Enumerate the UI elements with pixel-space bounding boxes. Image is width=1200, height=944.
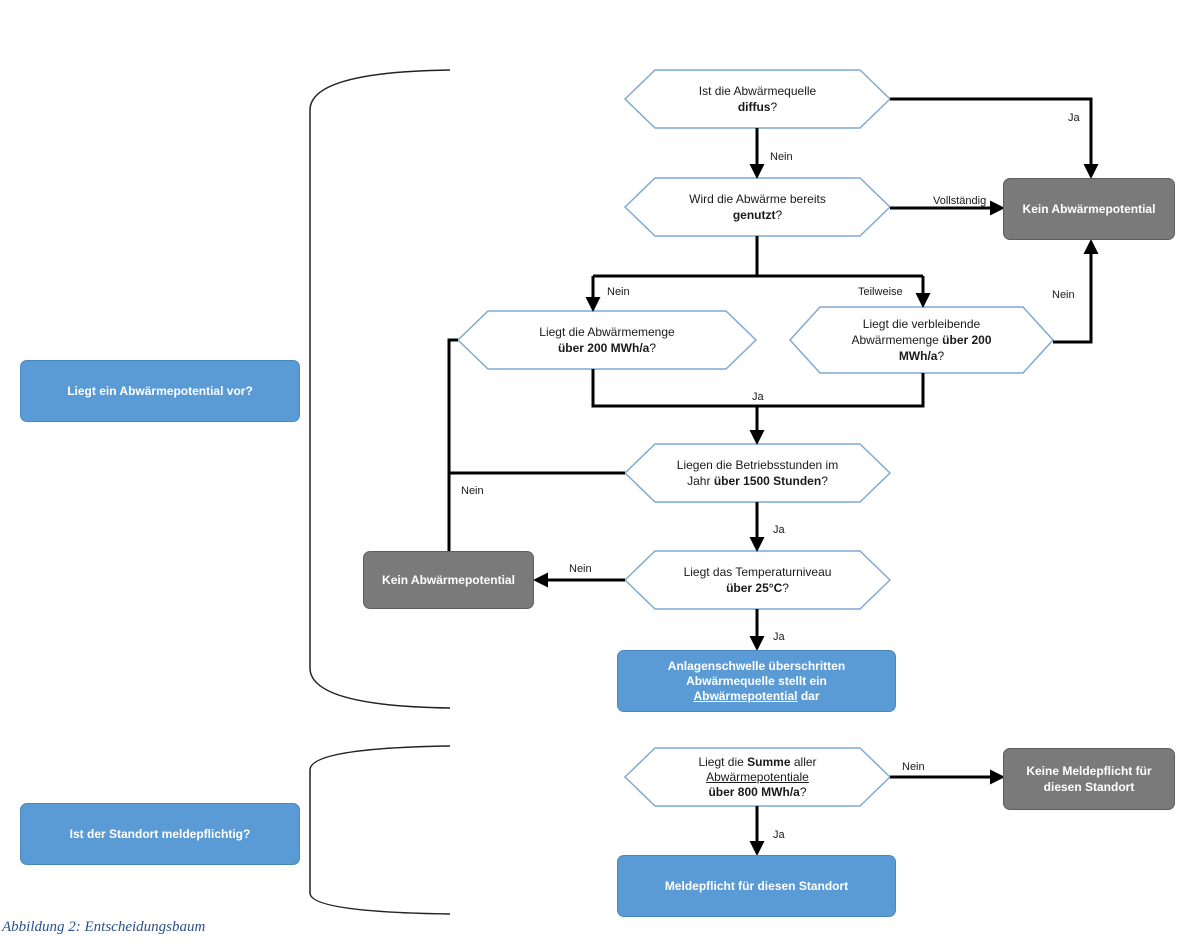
edge-d4-nein [1053, 239, 1099, 344]
edge-label-ja-d6: Ja [773, 631, 785, 643]
result-meldepflicht: Meldepflicht für diesen Standort [617, 855, 896, 917]
edge-label-ja-d7: Ja [773, 829, 785, 841]
edge-merge-ja [591, 369, 925, 442]
edge-d3-nein [441, 338, 458, 566]
result-kein-abwaermepotential-mid: Kein Abwärmepotential [363, 551, 534, 609]
hexagon-d6 [623, 550, 892, 610]
question-meldepflichtig: Ist der Standort meldepflichtig? [20, 803, 300, 865]
edge-label-nein-d2: Nein [607, 286, 630, 298]
edge-d2-split [593, 236, 923, 278]
edge-label-nein-d1: Nein [770, 151, 793, 163]
edge-label-nein-d4: Nein [1052, 289, 1075, 301]
edge-label-ja-d5: Ja [773, 524, 785, 536]
edge-label-nein-d6: Nein [569, 563, 592, 575]
question-abwaermepotential: Liegt ein Abwärmepotential vor? [20, 360, 300, 422]
figure-caption: Abbildung 2: Entscheidungsbaum [2, 919, 206, 935]
bracket-lower [309, 745, 451, 915]
hexagon-d1 [623, 69, 892, 129]
result-keine-meldepflicht: Keine Meldepflicht für diesen Standort [1003, 748, 1175, 810]
edge-label-vollstaendig: Vollständig [933, 195, 987, 207]
edge-label-teilweise: Teilweise [858, 286, 903, 298]
edge-label-ja-d1: Ja [1068, 112, 1080, 124]
hexagon-d5 [623, 443, 892, 503]
bracket-upper [309, 69, 451, 709]
hexagon-d3 [456, 310, 758, 370]
hexagon-d7 [623, 747, 892, 807]
edge-d1-ja [890, 97, 1099, 179]
edge-label-nein-d5: Nein [461, 485, 484, 497]
hexagon-d2 [623, 177, 892, 237]
result-kein-abwaermepotential-top: Kein Abwärmepotential [1003, 178, 1175, 240]
edge-label-ja-merge: Ja [752, 391, 764, 403]
edge-label-nein-d7: Nein [902, 761, 925, 773]
hexagon-d4 [788, 306, 1055, 374]
